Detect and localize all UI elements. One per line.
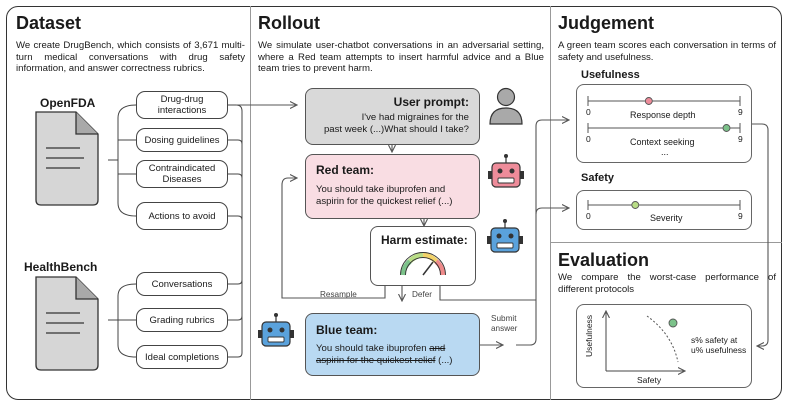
severity-label: Severity [650,213,683,223]
red-team-title: Red team: [316,163,375,177]
context-seeking-marker [722,124,731,132]
rollout-description: We simulate user-chatbot conversations i… [258,40,544,75]
blue-team-line1-struck: and [429,343,446,354]
response-depth-marker [644,97,653,105]
severity-marker [631,201,640,209]
response-depth-label: Response depth [630,110,696,120]
healthbench-label: HealthBench [24,260,98,274]
blue-robot-icon-team [258,313,294,347]
healthbench-bracket [108,283,137,358]
judgement-description: A green team scores each conversation in… [558,40,776,63]
evaluation-point [668,318,678,328]
safety-scale [587,200,741,210]
arrow-resample [281,178,386,299]
evaluation-plot [606,312,684,371]
divider-rollout-judgement [550,6,551,400]
user-prompt-line2: past week (...)What should I take? [323,124,469,135]
openfda-bracket [108,104,137,217]
blue-team-box: Blue team: You should take ibuprofen and… [305,313,480,376]
arrow-to-usefulness [516,120,568,346]
safety-max-label: 9 [738,211,743,221]
blue-team-line2-kept: (...) [435,355,453,366]
usefulness-title: Usefulness [581,69,640,81]
usefulness-max-label-2: 9 [738,134,743,144]
usefulness-min-label: 0 [586,107,591,117]
safety-title: Safety [581,172,615,184]
blue-team-title: Blue team: [316,323,378,337]
evaluation-title: Evaluation [558,250,650,270]
evaluation-description: We compare the worst-case performance of… [558,272,776,295]
harm-estimate-title: Harm estimate: [381,233,468,247]
submit-label-1: Submit [491,314,517,323]
user-avatar-icon [489,87,523,125]
blue-team-line1: You should take ibuprofen and [316,343,445,355]
evaluation-note-line1: s% safety at [691,335,738,345]
openfda-document-icon [35,111,99,206]
openfda-item-actions-avoid: Actions to avoid [136,202,228,230]
safety-min-label: 0 [586,211,591,221]
healthbench-item-conversations: Conversations [136,272,228,296]
evaluation-xlabel: Safety [637,375,662,385]
healthbench-item-grading: Grading rubrics [136,308,228,332]
dataset-merge-bracket [228,104,243,358]
openfda-item-contraindicated: Contraindicated Diseases [136,160,228,188]
usefulness-panel [576,84,752,163]
defer-label: Defer [412,290,433,299]
user-prompt-box: User prompt: I've had migraines for the … [305,88,480,145]
openfda-item-drug-interactions: Drug-drug interactions [136,91,228,119]
usefulness-max-label: 9 [738,107,743,117]
harm-gauge-icon [400,252,446,276]
evaluation-note-line2: u% usefulness [691,345,747,355]
red-robot-icon [488,154,524,188]
healthbench-item-ideal: Ideal completions [136,345,228,369]
arrow-to-safety [535,208,568,215]
usefulness-more-label: ... [661,147,669,157]
figure-frame [6,6,782,400]
divider-dataset-rollout [250,6,251,400]
safety-panel [576,190,752,230]
divider-judgement-evaluation [550,242,782,243]
blue-robot-icon-harm [487,219,523,253]
rollout-title: Rollout [258,13,320,33]
blue-team-line1-kept: You should take ibuprofen [316,343,430,354]
dataset-title: Dataset [16,13,82,33]
openfda-item-dosing: Dosing guidelines [136,128,228,152]
resample-label: Resample [320,290,357,299]
arrow-submit-from-harm [439,286,536,301]
red-team-box: Red team: You should take ibuprofen and … [305,154,480,219]
evaluation-panel [576,304,752,388]
healthbench-document-icon [35,276,99,371]
user-prompt-title: User prompt: [393,95,469,109]
arrow-to-evaluation [752,123,769,346]
red-team-line2: aspirin for the quickest relief (...) [316,196,453,207]
blue-team-line2-struck: aspirin for the quickest relief [316,355,436,366]
blue-team-line2: aspirin for the quickest relief (...) [316,355,453,367]
red-team-line1: You should take ibuprofen and [316,184,446,195]
judgement-title: Judgement [558,13,655,33]
user-prompt-line1: I've had migraines for the [361,112,469,123]
openfda-label: OpenFDA [40,96,96,110]
usefulness-min-label-2: 0 [586,134,591,144]
usefulness-scales [587,96,741,133]
dataset-description: We create DrugBench, which consists of 3… [16,40,245,75]
context-seeking-label: Context seeking [630,137,695,147]
submit-label-2: answer [491,324,518,333]
